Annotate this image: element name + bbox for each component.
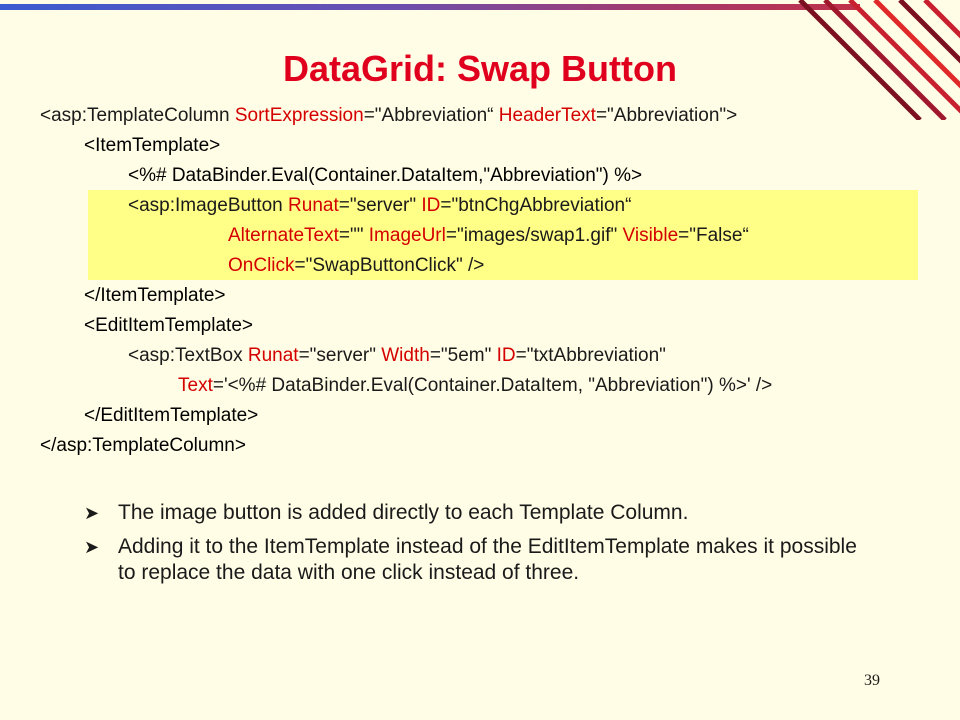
code-attr: AlternateText xyxy=(228,225,339,246)
code-line-1: <asp:TemplateColumn SortExpression="Abbr… xyxy=(40,104,737,128)
arrow-bullet-icon: ➤ xyxy=(84,537,100,557)
code-value: ="btnChgAbbreviation“ xyxy=(440,195,632,216)
arrow-bullet-icon: ➤ xyxy=(84,503,100,523)
code-line-9: <asp:TextBox Runat="server" Width="5em" … xyxy=(128,344,666,368)
code-value: ="server" xyxy=(338,195,422,216)
slide-title: DataGrid: Swap Button xyxy=(283,48,677,89)
code-line-12: </asp:TemplateColumn> xyxy=(40,435,246,456)
code-line-5: AlternateText="" ImageUrl="images/swap1.… xyxy=(228,224,749,248)
code-value: ="images/swap1.gif" xyxy=(445,225,623,246)
code-value: ='<%# DataBinder.Eval(Container.DataItem… xyxy=(212,375,773,396)
code-attr: Visible xyxy=(622,225,679,246)
code-line-2: <ItemTemplate> xyxy=(84,135,221,156)
slide-number: 39 xyxy=(864,672,880,689)
code-attr: HeaderText xyxy=(498,105,596,126)
code-tag: <asp:TemplateColumn xyxy=(40,105,235,126)
code-attr: Runat xyxy=(288,195,339,216)
code-attr: Width xyxy=(381,345,430,366)
top-gradient-bar xyxy=(0,4,860,10)
code-line-4: <asp:ImageButton Runat="server" ID="btnC… xyxy=(128,194,631,218)
code-line-10: Text='<%# DataBinder.Eval(Container.Data… xyxy=(178,374,772,398)
bullet-item: ➤ Adding it to the ItemTemplate instead … xyxy=(84,534,864,586)
code-attr: Runat xyxy=(247,345,299,366)
code-value: ="False“ xyxy=(678,225,749,246)
bullet-text: The image button is added directly to ea… xyxy=(118,501,689,524)
bullet-text: Adding it to the ItemTemplate instead of… xyxy=(118,535,857,584)
code-attr: ID xyxy=(421,195,441,216)
code-highlight-box xyxy=(88,190,918,280)
code-value: ="txtAbbreviation" xyxy=(515,345,666,366)
code-line-8: <EditItemTemplate> xyxy=(84,315,253,336)
code-value: ="Abbreviation"> xyxy=(595,105,738,126)
code-value: ="" xyxy=(338,225,369,246)
bullet-list: ➤ The image button is added directly to … xyxy=(84,500,864,594)
code-line-3: <%# DataBinder.Eval(Container.DataItem,"… xyxy=(128,165,643,186)
bullet-item: ➤ The image button is added directly to … xyxy=(84,500,864,526)
code-value: ="Abbreviation“ xyxy=(363,105,499,126)
code-line-7: </ItemTemplate> xyxy=(84,285,226,306)
code-value: ="server" xyxy=(298,345,382,366)
code-attr: ID xyxy=(496,345,516,366)
code-value: ="5em" xyxy=(429,345,497,366)
code-attr: OnClick xyxy=(228,255,295,276)
corner-stripes-decoration xyxy=(798,0,960,120)
code-tag: <asp:ImageButton xyxy=(128,195,289,216)
code-line-6: OnClick="SwapButtonClick" /> xyxy=(228,254,484,278)
code-attr: Text xyxy=(178,375,213,396)
code-attr: ImageUrl xyxy=(368,225,446,246)
code-attr: SortExpression xyxy=(234,105,364,126)
code-tag: <asp:TextBox xyxy=(128,345,248,366)
code-line-11: </EditItemTemplate> xyxy=(84,405,259,426)
code-value: ="SwapButtonClick" /> xyxy=(294,255,485,276)
